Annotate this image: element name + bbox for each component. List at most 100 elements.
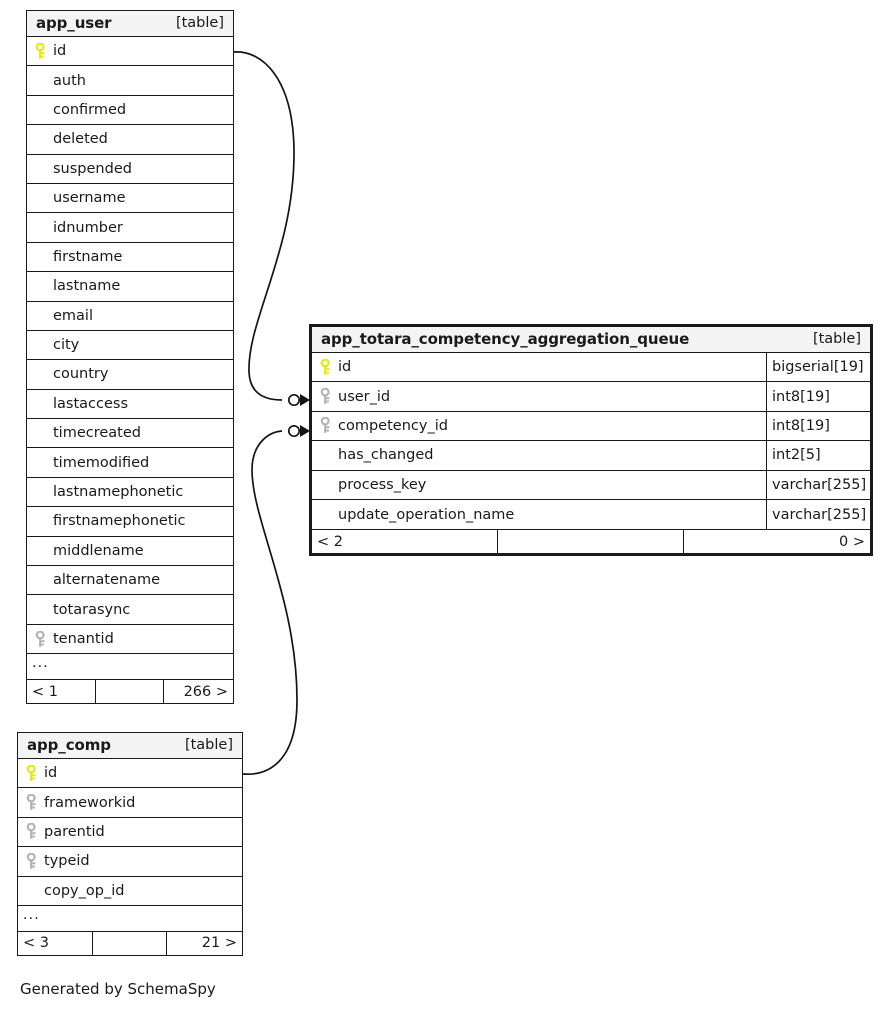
table-row[interactable]: id (27, 37, 233, 67)
table-row[interactable]: has_changed int2[5] (312, 441, 870, 471)
table-header-app-user[interactable]: app_user [table] (27, 11, 233, 37)
footer-right[interactable]: 266 > (183, 683, 229, 700)
column-label: tenantid (53, 631, 114, 647)
primary-key-icon (25, 764, 40, 782)
relationship-line-app_user-id-to-user_id (233, 51, 295, 401)
column-label: timecreated (53, 425, 141, 442)
table-columns-app-user: id auth confirmed deleted suspended username i… (27, 37, 233, 680)
table-node-app-user[interactable]: app_user [table] id auth confirmed deleted s… (26, 10, 234, 705)
column-type-cell: varchar[255] (766, 470, 870, 499)
column-name-cell: process_key (312, 477, 766, 493)
table-row[interactable]: firstnamephonetic (27, 507, 233, 537)
table-row[interactable]: email (27, 301, 233, 331)
footer-left[interactable]: < 2 (312, 530, 498, 554)
relationship-endpoints (287, 393, 310, 438)
table-row[interactable]: username (27, 183, 233, 214)
column-label: idnumber (53, 219, 123, 236)
column-name-cell: user_id (312, 388, 766, 405)
table-footer-aggregation-queue: < 2 0 > (312, 529, 870, 554)
column-type-cell: varchar[255] (766, 499, 870, 530)
table-row[interactable]: deleted (27, 125, 233, 155)
column-label: lastaccess (53, 395, 129, 412)
table-row[interactable]: lastname (27, 272, 233, 302)
table-row[interactable]: parentid (18, 817, 242, 848)
footer-left[interactable]: < 1 (27, 680, 96, 704)
table-kind-label: [table] (184, 737, 233, 753)
column-label: firstnamephonetic (53, 513, 186, 530)
table-row[interactable]: country (27, 360, 233, 390)
table-header-app-comp[interactable]: app_comp [table] (18, 733, 242, 759)
table-row[interactable]: id (18, 759, 242, 789)
table-row[interactable]: tenantid (27, 624, 233, 655)
column-type-cell: int2[5] (766, 441, 870, 470)
column-label: deleted (53, 131, 108, 148)
column-type-cell: int8[19] (766, 411, 870, 441)
foreign-key-icon (25, 852, 40, 870)
column-name-cell: deleted (27, 131, 233, 147)
foreign-key-icon (319, 417, 334, 434)
column-label: city (53, 337, 80, 354)
column-name-cell: confirmed (27, 102, 233, 118)
diagram-caption: Generated by SchemaSpy (20, 980, 216, 998)
table-row[interactable]: city (27, 330, 233, 361)
column-name-cell: timemodified (27, 455, 233, 471)
table-row[interactable]: process_key varchar[255] (312, 470, 870, 500)
column-name-cell: id (27, 42, 233, 60)
table-row[interactable]: idnumber (27, 213, 233, 243)
relationship-endpoint-circle-competency_id (287, 424, 301, 438)
table-header-aggregation-queue[interactable]: app_totara_competency_aggregation_queue … (312, 327, 870, 353)
table-row[interactable]: frameworkid (18, 788, 242, 818)
table-row[interactable]: lastnamephonetic (27, 477, 233, 508)
column-name-cell: lastaccess (27, 396, 233, 412)
table-row[interactable]: auth (27, 66, 233, 96)
table-row[interactable]: totarasync (27, 595, 233, 625)
foreign-key-icon (34, 630, 49, 648)
table-row[interactable]: alternatename (27, 566, 233, 596)
column-name-cell: auth (27, 73, 233, 89)
column-label: process_key (338, 476, 427, 493)
column-name-cell: parentid (18, 823, 242, 840)
column-name-cell: lastnamephonetic (27, 484, 233, 500)
column-name-cell: competency_id (312, 417, 766, 434)
column-label: id (44, 765, 58, 782)
footer-left[interactable]: < 3 (18, 931, 93, 955)
footer-right[interactable]: 21 > (201, 935, 238, 952)
column-label: lastname (53, 278, 121, 295)
table-row[interactable]: copy_op_id (18, 876, 242, 906)
column-type-cell: int8[19] (766, 382, 870, 411)
table-row[interactable]: typeid (18, 847, 242, 877)
table-row[interactable]: timemodified (27, 448, 233, 478)
column-label: auth (53, 72, 86, 89)
table-row[interactable]: middlename (27, 536, 233, 567)
column-label: parentid (44, 823, 105, 840)
table-row[interactable]: firstname (27, 242, 233, 273)
column-name-cell: copy_op_id (18, 883, 242, 899)
column-label: username (53, 190, 126, 207)
table-row[interactable]: suspended (27, 154, 233, 184)
table-row[interactable]: confirmed (27, 95, 233, 126)
table-row[interactable]: timecreated (27, 419, 233, 449)
column-name-cell: alternatename (27, 572, 233, 588)
table-kind-label: [table] (175, 15, 224, 31)
column-name-cell: update_operation_name (312, 507, 766, 523)
column-name-cell: suspended (27, 161, 233, 177)
table-row[interactable]: lastaccess (27, 389, 233, 420)
footer-right[interactable]: 0 > (839, 533, 865, 550)
more-columns-indicator: ... (27, 654, 233, 680)
column-label: has_changed (338, 447, 434, 464)
primary-key-icon (34, 42, 49, 60)
foreign-key-icon (25, 823, 40, 840)
foreign-key-icon (319, 388, 334, 405)
table-footer-app-comp: < 3 21 > (18, 930, 242, 955)
column-name-cell: id (312, 358, 766, 376)
table-node-app-totara-competency-aggregation-queue[interactable]: app_totara_competency_aggregation_queue … (309, 324, 873, 557)
table-node-app-comp[interactable]: app_comp [table] id frameworkid parentid ty… (17, 732, 243, 956)
column-name-cell: middlename (27, 543, 233, 559)
footer-middle (498, 530, 684, 554)
